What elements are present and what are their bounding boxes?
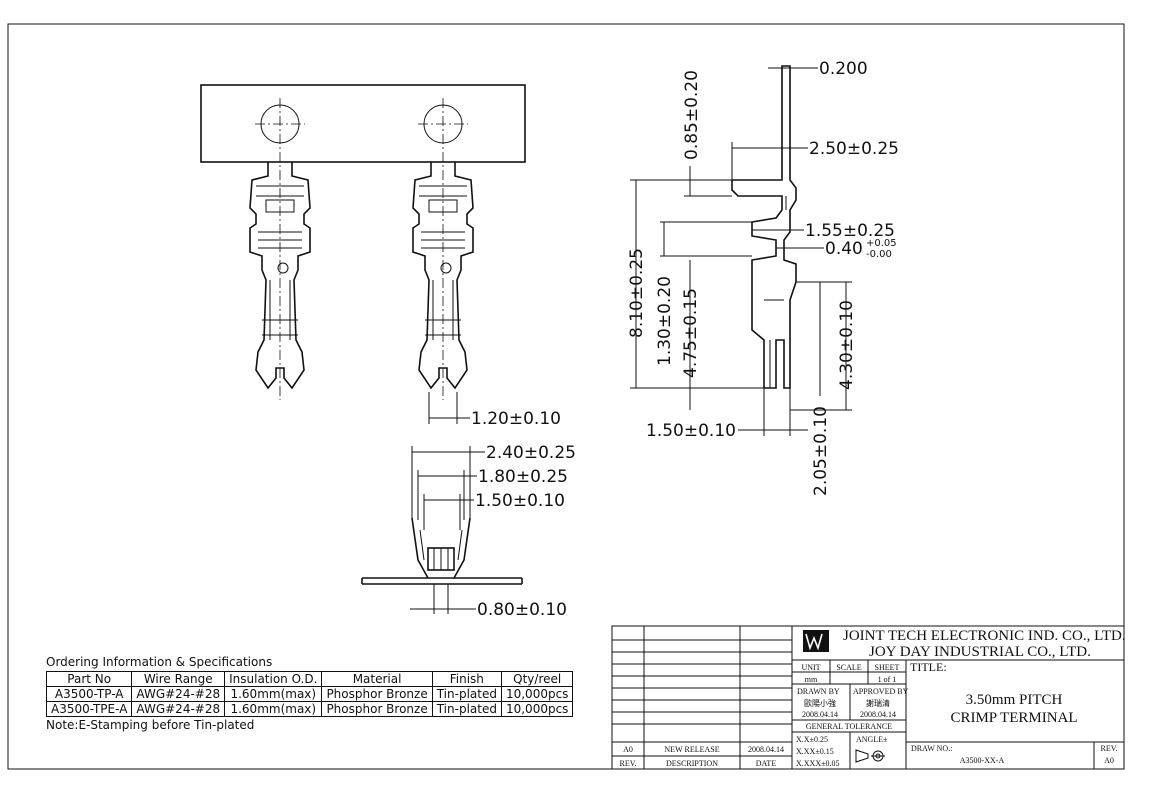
dim-0-40: 0.40	[825, 239, 863, 259]
cell: Tin-plated	[431, 701, 502, 717]
approved-date: 2008.04.14	[860, 710, 896, 719]
dim-8-10: 8.10±0.25	[627, 248, 647, 338]
tolerance-2: X.XX±0.15	[796, 747, 834, 756]
title-line-2: CRIMP TERMINAL	[950, 710, 1077, 726]
ordering-title: Ordering Information & Specifications	[46, 655, 273, 669]
title-block: A0 NEW RELEASE 2008.04.14 REV. DESCRIPTI…	[611, 625, 1126, 770]
dim-0-85: 0.85±0.20	[682, 70, 702, 160]
rev-entry-desc: NEW RELEASE	[664, 745, 719, 754]
cell: A3500-TP-A	[45, 686, 133, 702]
drawn-date: 2008.04.14	[802, 710, 838, 719]
dim-2-05: 2.05±0.10	[811, 406, 831, 496]
dim-1-50-side: 1.50±0.10	[646, 421, 736, 441]
cell: Tin-plated	[431, 686, 502, 702]
date-col-header: DATE	[756, 759, 777, 768]
angle-label: ANGLE±	[856, 735, 888, 744]
title-line-1: 3.50mm PITCH	[966, 692, 1063, 708]
drawn-by-name: 歐陽小強	[804, 698, 836, 708]
unit-label: UNIT	[801, 663, 820, 672]
rev-value: A0	[1104, 756, 1114, 765]
cell: AWG#24-#28	[131, 686, 226, 702]
cell: A3500-TPE-A	[45, 701, 133, 717]
cell: AWG#24-#28	[131, 701, 226, 717]
unit-value: mm	[805, 675, 818, 684]
cell: Phosphor Bronze	[321, 686, 433, 702]
terminal-left	[249, 162, 311, 390]
company-name-1: JOINT TECH ELECTRONIC IND. CO., LTD.	[843, 628, 1126, 644]
rev-col-header: REV.	[620, 759, 637, 768]
draw-no-value: A3500-XX-A	[960, 756, 1005, 765]
tolerance-3: X.XXX±0.05	[796, 759, 840, 768]
cell: 10,000pcs	[500, 701, 574, 717]
draw-no-label: DRAW NO.:	[911, 744, 952, 753]
col-wire-range: Wire Range	[131, 671, 226, 687]
dim-4-75: 4.75±0.15	[681, 288, 701, 378]
dim-1-30: 1.30±0.20	[655, 276, 675, 366]
tolerance-label: GENERAL TOLERANCE	[806, 722, 892, 731]
front-view: 1.20±0.10	[200, 84, 561, 429]
dim-1-55: 1.55±0.25	[805, 221, 895, 241]
sheet-border	[7, 23, 1125, 770]
approved-by-label: APPROVED BY	[853, 687, 909, 696]
title-label: TITLE:	[910, 660, 947, 674]
table-row: A3500-TPE-A AWG#24-#28 1.60mm(max) Phosp…	[45, 701, 574, 717]
dim-0-80: 0.80±0.10	[477, 600, 567, 620]
dim-4-30: 4.30±0.10	[837, 300, 857, 390]
company-name-2: JOY DAY INDUSTRIAL CO., LTD.	[869, 644, 1091, 660]
cell: Phosphor Bronze	[321, 701, 433, 717]
ordering-note: Note:E-Stamping before Tin-plated	[46, 718, 255, 732]
drawn-by-label: DRAWN BY	[797, 687, 840, 696]
projection-symbol-icon	[855, 749, 885, 763]
end-view: 2.40±0.25 1.80±0.25 1.50±0.10 0.80±0.10	[361, 443, 576, 620]
cell: 1.60mm(max)	[224, 701, 323, 717]
rev-entry-rev: A0	[623, 745, 633, 754]
tolerance-1: X.X±0.25	[796, 735, 828, 744]
col-insulation: Insulation O.D.	[224, 671, 323, 687]
col-material: Material	[321, 671, 433, 687]
cell: 1.60mm(max)	[224, 686, 323, 702]
approved-by-name: 謝瑞清	[866, 698, 890, 708]
col-finish: Finish	[431, 671, 502, 687]
dim-2-40: 2.40±0.25	[486, 443, 576, 463]
dim-0-40-minus: -0.00	[866, 249, 892, 260]
dim-0-200: 0.200	[819, 59, 868, 79]
scale-label: SCALE	[836, 663, 861, 672]
dim-0-40-plus: +0.05	[866, 238, 897, 249]
dim-1-50-end: 1.50±0.10	[475, 491, 565, 511]
side-view: 0.200 0.85±0.20 2.50±0.25 1.55±0.25 0.40…	[627, 59, 899, 496]
spec-table-header: Part No Wire Range Insulation O.D. Mater…	[45, 671, 574, 687]
ordering-info: Ordering Information & Specifications Pa…	[45, 655, 574, 732]
rev-label: REV.	[1101, 744, 1118, 753]
sheet-label: SHEET	[875, 663, 900, 672]
desc-col-header: DESCRIPTION	[666, 759, 718, 768]
sheet-value: 1 of 1	[878, 675, 897, 684]
dim-2-50: 2.50±0.25	[809, 139, 899, 159]
col-part-no: Part No	[45, 671, 133, 687]
rev-entry-date: 2008.04.14	[748, 745, 784, 754]
dim-1-80: 1.80±0.25	[478, 467, 568, 487]
col-qty: Qty/reel	[500, 671, 574, 687]
terminal-right	[412, 162, 474, 390]
cell: 10,000pcs	[500, 686, 574, 702]
dim-1-20: 1.20±0.10	[471, 409, 561, 429]
table-row: A3500-TP-A AWG#24-#28 1.60mm(max) Phosph…	[45, 686, 574, 702]
spec-table: Part No Wire Range Insulation O.D. Mater…	[45, 671, 574, 717]
